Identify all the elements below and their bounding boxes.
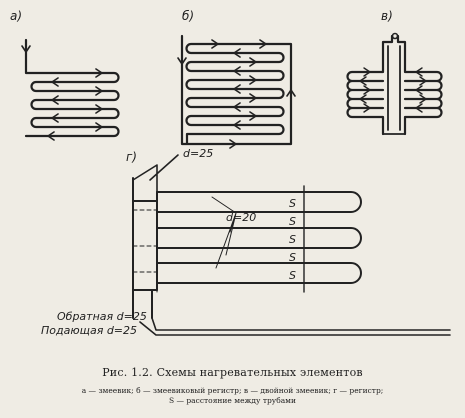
return-pipe-label: Обратная d=25 xyxy=(57,310,147,323)
spacing-dimension-line xyxy=(299,185,309,293)
return-supply-pipes xyxy=(139,317,451,336)
supply-pipe-label: Подающая d=25 xyxy=(41,324,137,337)
spacing-label-5: S xyxy=(289,269,296,282)
panel-g: г) d=25 d=20 S S S S S Обратн xyxy=(41,147,451,337)
spacing-label-2: S xyxy=(289,215,296,228)
panel-v-inlet-node xyxy=(391,32,399,40)
register-dashed-guides xyxy=(132,191,158,293)
register-collector-pipes xyxy=(132,177,158,319)
figure-caption: Рис. 1.2. Схемы нагревательных элементов xyxy=(102,366,363,379)
legend-line-2: S — расстояние между трубами xyxy=(168,396,297,405)
panel-v-coil-right xyxy=(396,34,443,136)
legend-line-1: а — змеевик; б — змеевиковый регистр; в … xyxy=(81,386,384,395)
spacing-label-4: S xyxy=(289,251,296,264)
panel-b-arrows xyxy=(177,39,296,149)
panel-b-coil-outer xyxy=(180,34,293,146)
dimension-d25-top: d=25 xyxy=(183,147,213,160)
heating-elements-diagram: а) б) в) г) d=25 d=20 xyxy=(10,9,451,337)
panel-a-label: а) xyxy=(10,9,22,23)
panel-b-label: б) xyxy=(182,9,194,23)
panel-v: в) xyxy=(346,9,443,136)
dimension-d20-leaders xyxy=(211,196,237,269)
register-pipes xyxy=(132,191,362,291)
panel-v-label: в) xyxy=(381,9,393,23)
register-inlet xyxy=(132,154,179,193)
panel-b: б) xyxy=(177,9,296,149)
spacing-label-3: S xyxy=(289,233,296,246)
panel-v-coil-left xyxy=(346,34,394,136)
panel-a: а) xyxy=(10,9,120,141)
panel-a-coil xyxy=(24,38,120,138)
spacing-label-1: S xyxy=(289,197,296,210)
panel-g-label: г) xyxy=(126,150,137,164)
panel-v-arrows xyxy=(359,67,427,113)
figure-legend: а — змеевик; б — змеевиковый регистр; в … xyxy=(10,386,455,406)
panel-v-inner-risers xyxy=(382,45,406,135)
panel-a-arrows xyxy=(21,45,103,141)
